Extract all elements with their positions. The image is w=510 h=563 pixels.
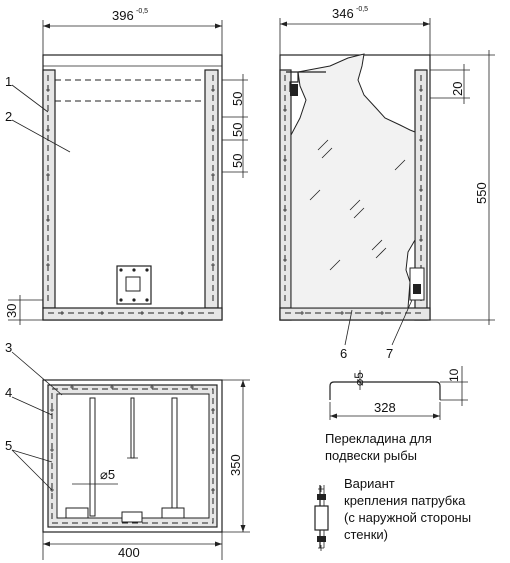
- callout-7: 7: [386, 346, 393, 361]
- callout-1-leader: [11, 84, 49, 113]
- dim-400-label: 400: [118, 545, 140, 560]
- plan-plate-left: [65, 507, 89, 519]
- front-width-label: 396: [112, 8, 134, 23]
- variant-caption-2: крепления патрубка: [344, 493, 466, 508]
- arrow-right: [433, 413, 440, 419]
- dim-50-c: 50: [230, 154, 245, 168]
- callout-4: 4: [5, 385, 12, 400]
- side-top-clamp: [290, 84, 298, 96]
- crossbar-caption-1: Перекладина для: [325, 431, 432, 446]
- variant-detail: Вариант крепления патрубка (с наружной с…: [314, 476, 471, 551]
- plan-screw-marks: [50, 385, 215, 492]
- crossbar-height: 10: [447, 368, 461, 382]
- variant-bolts: [317, 494, 326, 542]
- dim-350-label: 350: [228, 454, 243, 476]
- arrow-down: [240, 525, 246, 532]
- callout-5-leader-b: [11, 449, 53, 491]
- callout-3-leader: [11, 351, 63, 396]
- arrow-right: [215, 541, 222, 547]
- arrow-right: [215, 23, 222, 29]
- dim-50-b: 50: [230, 123, 245, 137]
- arrow-left: [43, 23, 50, 29]
- callout-2-leader: [11, 119, 71, 153]
- crossbar-shape: [329, 381, 441, 400]
- side-glass-hatch: [309, 139, 406, 271]
- variant-caption-1: Вариант: [344, 476, 395, 491]
- dim-50-a: 50: [230, 92, 245, 106]
- front-left-wall: [42, 69, 56, 309]
- front-bottom-wall: [42, 307, 223, 321]
- front-fitting-bolts: [119, 268, 149, 302]
- dim-20-label: 20: [450, 82, 465, 96]
- callout-2: 2: [5, 109, 12, 124]
- callout-6-leader: [344, 309, 353, 346]
- front-fitting-hole: [125, 276, 141, 292]
- dim-550-label: 550: [474, 182, 489, 204]
- variant-fitting: [314, 505, 329, 531]
- front-right-wall: [204, 69, 219, 309]
- plan-fitting: [121, 511, 143, 523]
- arrow-left: [330, 413, 337, 419]
- dim-30-label: 30: [4, 304, 19, 318]
- arrow-left: [280, 21, 287, 27]
- callout-5: 5: [5, 438, 12, 453]
- callout-7-leader: [391, 299, 413, 346]
- front-view: 396 -0,5: [4, 8, 248, 325]
- side-view: 346 -0,5 20: [279, 6, 495, 361]
- variant-caption-3: (с наружной стороны: [344, 510, 471, 525]
- plan-rod-dim: ⌀5: [100, 467, 115, 482]
- plan-plate-right: [161, 507, 185, 519]
- front-screw-marks: [46, 88, 215, 315]
- crossbar-caption-2: подвески рыбы: [325, 448, 417, 463]
- variant-caption-4: стенки): [344, 527, 388, 542]
- variant-screws: [318, 486, 324, 551]
- plan-view: ⌀5 400 350 3 4 5: [5, 340, 250, 560]
- side-screw-marks: [283, 88, 423, 315]
- side-glass-sheet: [290, 53, 416, 309]
- plan-outer-frame: [42, 379, 223, 533]
- plan-hidden-outline: [51, 388, 214, 524]
- callout-4-leader: [11, 396, 53, 416]
- side-fitting-clamp: [413, 284, 421, 294]
- callout-1: 1: [5, 74, 12, 89]
- side-width-label: 346: [332, 6, 354, 21]
- callout-5-leader-a: [11, 449, 53, 463]
- crossbar-length: 328: [374, 400, 396, 415]
- front-width-tolerance: -0,5: [136, 8, 148, 15]
- crossbar-detail: ⌀5 10 328 Перекладина для подвески рыбы: [325, 366, 468, 463]
- crossbar-rod-dim: ⌀5: [352, 372, 366, 386]
- arrow-right: [423, 21, 430, 27]
- callout-6: 6: [340, 346, 347, 361]
- arrow-left: [43, 541, 50, 547]
- callout-3: 3: [5, 340, 12, 355]
- arrow-up: [240, 380, 246, 387]
- side-width-tolerance: -0,5: [356, 6, 368, 13]
